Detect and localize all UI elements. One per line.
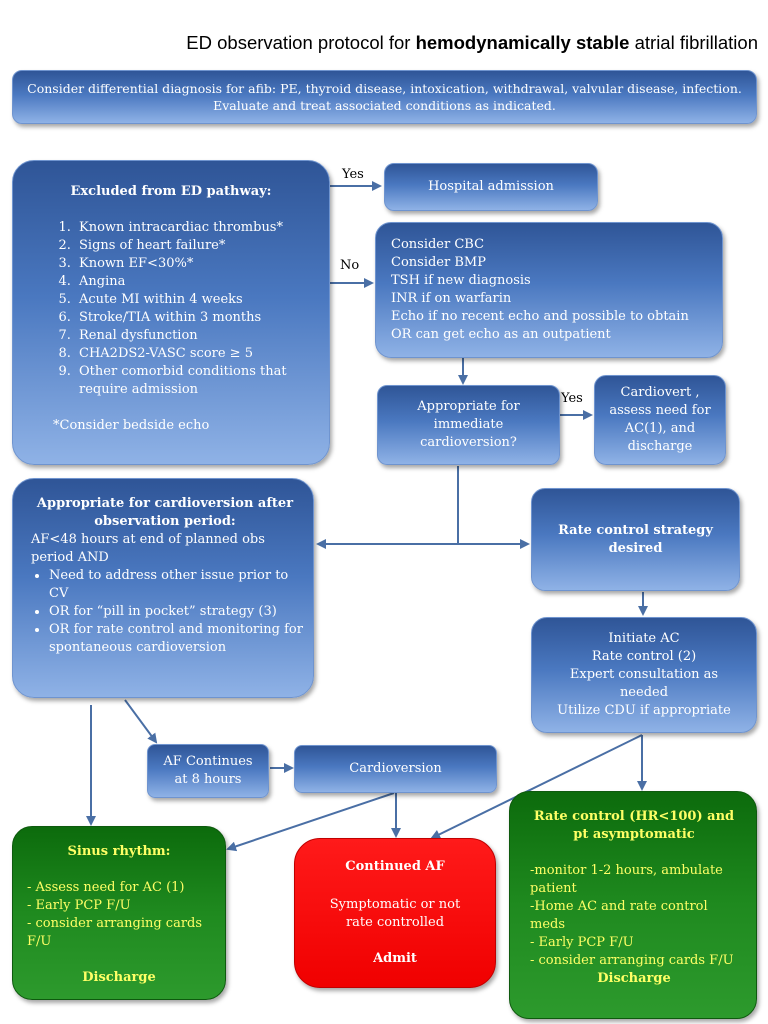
obs-heading: Appropriate for cardioversion after obse… — [36, 496, 294, 529]
excluded-item: Known intracardiac thrombus* — [75, 219, 319, 237]
continued-footer: Admit — [373, 951, 417, 966]
excluded-item: Stroke/TIA within 3 months — [75, 309, 319, 327]
label-yes-cardiovert: Yes — [561, 391, 583, 406]
excluded-item: Acute MI within 4 weeks — [75, 291, 319, 309]
sinus-rhythm-box: Sinus rhythm: - Assess need for AC (1) -… — [12, 826, 226, 1000]
continued-af-box: Continued AF Symptomatic or not rate con… — [294, 838, 496, 988]
rate-ok-heading: Rate control (HR<100) and pt asymptomati… — [533, 809, 735, 842]
workup-line: OR can get echo as an outpatient — [391, 327, 611, 342]
label-yes-admission: Yes — [342, 167, 364, 182]
rate-strategy-text: Rate control strategy desired — [558, 522, 713, 556]
cardiovert-discharge-box: Cardiovert , assess need for AC(1), and … — [594, 375, 726, 465]
rate-ok-line: - Early PCP F/U — [530, 935, 634, 950]
excluded-list: Known intracardiac thrombus* Signs of he… — [13, 219, 319, 399]
sinus-heading: Sinus rhythm: — [67, 844, 171, 859]
excluded-item: Other comorbid conditions that require a… — [75, 363, 319, 399]
arrow-cv-sinus — [226, 792, 395, 852]
obs-period-box: Appropriate for cardioversion after obse… — [12, 478, 314, 698]
initiate-ac-box: Initiate AC Rate control (2) Expert cons… — [531, 617, 757, 733]
sinus-line: - consider arranging cards F/U — [27, 916, 203, 949]
workup-line: Consider CBC — [391, 237, 485, 252]
cardioversion-text: Cardioversion — [349, 761, 442, 776]
arrow-initiate-continued — [430, 734, 643, 839]
excluded-item: Known EF<30%* — [75, 255, 319, 273]
workup-line: Consider BMP — [391, 255, 486, 270]
title-prefix: ED observation protocol for — [186, 32, 416, 53]
sinus-line: - Assess need for AC (1) — [27, 880, 185, 895]
rate-ok-line: -Home AC and rate control meds — [530, 899, 708, 932]
continued-heading: Continued AF — [345, 859, 445, 874]
title-suffix: atrial fibrillation — [629, 32, 758, 53]
excluded-box: Excluded from ED pathway: Known intracar… — [12, 160, 330, 465]
page-title: ED observation protocol for hemodynamica… — [0, 32, 768, 54]
sinus-footer: Discharge — [82, 970, 156, 985]
af-continues-box: AF Continues at 8 hours — [147, 744, 269, 798]
af-continues-text: AF Continues at 8 hours — [163, 754, 253, 787]
excluded-item: CHA2DS2-VASC score ≥ 5 — [75, 345, 319, 363]
excluded-item: Angina — [75, 273, 319, 291]
workup-box: Consider CBC Consider BMP TSH if new dia… — [375, 222, 723, 358]
obs-intro: AF<48 hours at end of planned obs period… — [31, 532, 265, 565]
cardioversion-box: Cardioversion — [294, 745, 497, 793]
immediate-cardioversion-text: Appropriate for immediate cardioversion? — [417, 399, 520, 450]
excluded-heading: Excluded from ED pathway: — [70, 184, 272, 199]
sinus-line: - Early PCP F/U — [27, 898, 131, 913]
immediate-cardioversion-box: Appropriate for immediate cardioversion? — [377, 385, 560, 465]
label-no-workup: No — [340, 258, 360, 273]
hospital-admission-box: Hospital admission — [384, 163, 598, 211]
rate-ok-line: - consider arranging cards F/U — [530, 953, 734, 968]
continued-body: Symptomatic or not rate controlled — [329, 897, 461, 930]
excluded-note: *Consider bedside echo — [53, 418, 210, 433]
differential-box: Consider differential diagnosis for afib… — [12, 70, 757, 124]
rate-ok-line: -monitor 1-2 hours, ambulate patient — [530, 863, 723, 896]
rate-strategy-box: Rate control strategy desired — [531, 488, 740, 591]
workup-line: INR if on warfarin — [391, 291, 512, 306]
workup-line: TSH if new diagnosis — [391, 273, 531, 288]
cardiovert-discharge-text: Cardiovert , assess need for AC(1), and … — [609, 385, 711, 454]
hospital-admission-text: Hospital admission — [428, 179, 554, 194]
excluded-item: Signs of heart failure* — [75, 237, 319, 255]
obs-bullet: OR for rate control and monitoring for s… — [49, 621, 305, 657]
title-bold: hemodynamically stable — [415, 32, 630, 53]
workup-line: Echo if no recent echo and possible to o… — [391, 309, 689, 324]
obs-bullet: OR for “pill in pocket” strategy (3) — [49, 603, 305, 621]
obs-bullets: Need to address other issue prior to CV … — [31, 567, 305, 657]
rate-ok-footer: Discharge — [597, 971, 671, 986]
obs-bullet: Need to address other issue prior to CV — [49, 567, 305, 603]
initiate-line: Expert consultation as needed — [569, 667, 719, 700]
initiate-line: Initiate AC — [608, 631, 680, 646]
rate-ok-box: Rate control (HR<100) and pt asymptomati… — [509, 791, 757, 1019]
excluded-item: Renal dysfunction — [75, 327, 319, 345]
initiate-line: Utilize CDU if appropriate — [557, 703, 731, 718]
differential-text: Consider differential diagnosis for afib… — [27, 81, 742, 113]
arrow-obs-afcont — [124, 699, 158, 744]
initiate-line: Rate control (2) — [591, 649, 697, 664]
